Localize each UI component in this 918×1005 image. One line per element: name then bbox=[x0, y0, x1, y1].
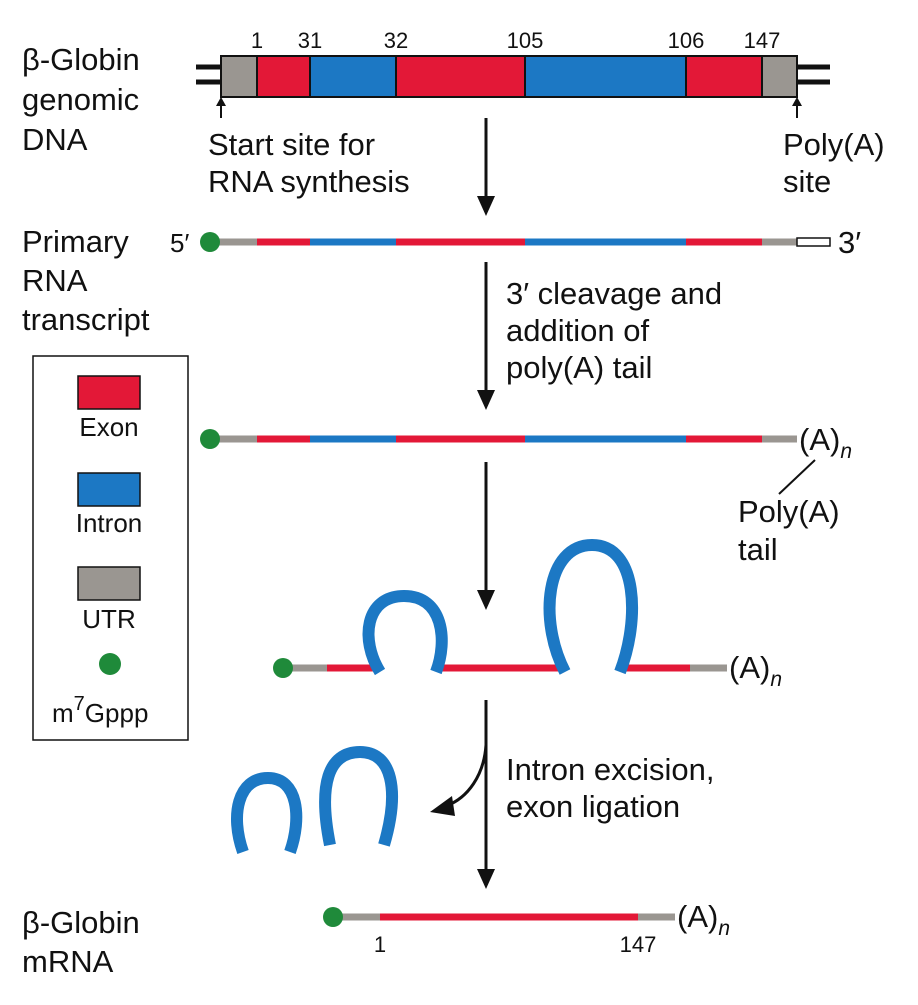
loop-cap-icon bbox=[273, 658, 293, 678]
dna-exon-3 bbox=[685, 55, 763, 98]
legend: Exon Intron UTR m7Gppp bbox=[32, 355, 189, 741]
polya-site-label-line-2: site bbox=[783, 164, 831, 199]
dna-intron-1 bbox=[309, 55, 397, 98]
legend-exon-label: Exon bbox=[79, 412, 138, 442]
genomic-label-line-3: DNA bbox=[22, 122, 88, 157]
cleavage-step-line-2: addition of bbox=[506, 313, 649, 348]
mrna-an-label: (A)n bbox=[677, 899, 730, 940]
dna-utr-5 bbox=[220, 55, 258, 98]
pos-31: 31 bbox=[298, 28, 322, 53]
dna-exon-1 bbox=[256, 55, 311, 98]
dna-intron-2 bbox=[524, 55, 687, 98]
legend-intron-swatch bbox=[77, 472, 141, 507]
intron-2-loop bbox=[543, 538, 639, 675]
intron-1-loop bbox=[362, 589, 448, 676]
five-prime-label: 5′ bbox=[170, 228, 189, 258]
transcription-arrow-icon bbox=[477, 118, 495, 216]
polya-tail-label-line-2: tail bbox=[738, 532, 778, 567]
genomic-label-line-1: β-Globin bbox=[22, 42, 140, 77]
splicing-step-line-2: exon ligation bbox=[506, 789, 680, 824]
cleavage-step-line-3: poly(A) tail bbox=[506, 350, 652, 385]
looped-transcript-row: (A)n bbox=[273, 538, 782, 691]
cleavage-arrow-icon bbox=[477, 262, 495, 410]
legend-cap-label: m7Gppp bbox=[52, 693, 148, 728]
genomic-dna-row: β-Globin genomic DNA 1 31 32 105 106 147… bbox=[22, 28, 885, 199]
polya-tail-pointer bbox=[778, 459, 816, 495]
start-site-label-line-1: Start site for bbox=[208, 127, 375, 162]
legend-box bbox=[32, 355, 189, 741]
splicing-arrow-icon bbox=[477, 700, 495, 889]
primary-transcript-row: Primary RNA transcript 5′ 3′ bbox=[22, 224, 861, 337]
legend-utr-label: UTR bbox=[82, 604, 135, 634]
pos-105: 105 bbox=[507, 28, 544, 53]
primary-label-line-2: RNA bbox=[22, 263, 88, 298]
lariat-arrow-icon bbox=[477, 462, 495, 610]
polya-cap-icon bbox=[200, 429, 220, 449]
pos-1: 1 bbox=[251, 28, 263, 53]
legend-intron-label: Intron bbox=[76, 508, 143, 538]
mrna-cap-icon bbox=[323, 907, 343, 927]
primary-cap-icon bbox=[200, 232, 220, 252]
start-site-arrow-icon bbox=[216, 97, 226, 118]
cleavage-step-line-1: 3′ cleavage and bbox=[506, 276, 722, 311]
excised-intron-1 bbox=[231, 771, 303, 854]
genomic-label-line-2: genomic bbox=[22, 82, 139, 117]
polya-an-label: (A)n bbox=[799, 422, 852, 463]
dna-exon-2 bbox=[395, 55, 526, 98]
mrna-pos-1: 1 bbox=[374, 932, 386, 957]
polya-site-arrow-icon bbox=[792, 97, 802, 118]
pos-32: 32 bbox=[384, 28, 408, 53]
mrna-pos-147: 147 bbox=[620, 932, 657, 957]
excised-intron-2 bbox=[319, 745, 398, 847]
excised-introns-arrow-icon bbox=[430, 744, 488, 816]
primary-3prime-extension bbox=[796, 237, 831, 247]
primary-label-line-3: transcript bbox=[22, 302, 150, 337]
excised-introns bbox=[231, 745, 398, 854]
polyadenylated-transcript-row: (A)n Poly(A) tail bbox=[200, 422, 852, 567]
legend-utr-swatch bbox=[77, 566, 141, 601]
legend-cap-icon bbox=[99, 653, 121, 675]
legend-exon-swatch bbox=[77, 375, 141, 410]
start-site-label-line-2: RNA synthesis bbox=[208, 164, 410, 199]
mrna-label-line-2: mRNA bbox=[22, 944, 114, 979]
primary-label-line-1: Primary bbox=[22, 224, 129, 259]
pos-106: 106 bbox=[668, 28, 705, 53]
splicing-step-line-1: Intron excision, bbox=[506, 752, 715, 787]
mrna-row: β-Globin mRNA (A)n 1 147 bbox=[22, 899, 730, 979]
polya-site-label-line-1: Poly(A) bbox=[783, 127, 885, 162]
mrna-label-line-1: β-Globin bbox=[22, 905, 140, 940]
pos-147: 147 bbox=[744, 28, 781, 53]
dna-utr-3 bbox=[761, 55, 798, 98]
polya-tail-label-line-1: Poly(A) bbox=[738, 494, 840, 529]
three-prime-label: 3′ bbox=[838, 225, 861, 260]
loop-an-label: (A)n bbox=[729, 650, 782, 691]
